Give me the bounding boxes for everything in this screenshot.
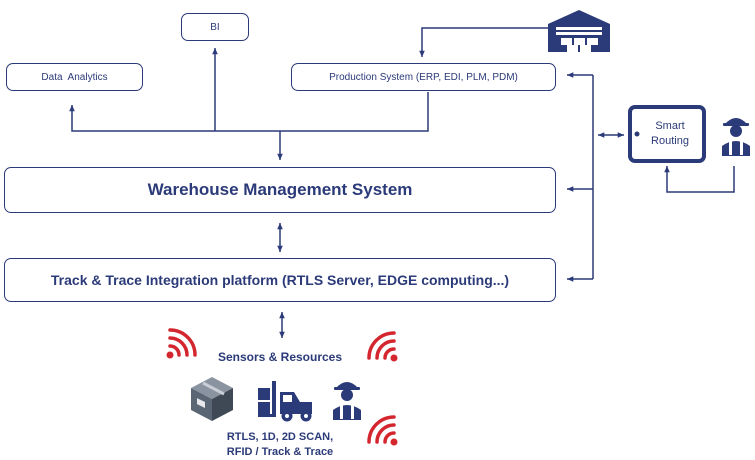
track-trace-label: Track & Trace Integration platform (RTLS… — [50, 272, 510, 288]
worker-icon — [722, 118, 750, 156]
track-trace-box: Track & Trace Integration platform (RTLS… — [4, 258, 556, 302]
wireless-signal-icon — [367, 331, 398, 362]
connector-data-analytics — [69, 92, 429, 132]
sensors-title: Sensors & Resources — [217, 350, 343, 364]
box-icon — [191, 377, 233, 421]
smart-routing-line2: Routing — [651, 135, 689, 147]
forklift-icon — [258, 381, 312, 422]
smart-routing-line1: Smart — [655, 120, 685, 132]
worker-icon — [333, 382, 361, 420]
data-analytics-label: Data Analytics — [41, 71, 108, 83]
bi-label: BI — [210, 21, 220, 33]
wms-label: Warehouse Management System — [147, 180, 413, 199]
connector-warehouse-production — [419, 27, 548, 57]
smart-routing-label: Smart Routing — [640, 119, 700, 149]
wireless-signal-icon — [166, 328, 197, 359]
tablet-icon — [628, 105, 706, 163]
production-system-label: Production System (ERP, EDI, PLM, PDM) — [329, 71, 518, 83]
bi-box: BI — [181, 13, 249, 41]
sensors-caption: RTLS, 1D, 2D SCAN, RFID / Track & Trace — [200, 430, 360, 460]
wms-box: Warehouse Management System — [4, 167, 556, 213]
connector-worker-routing — [664, 166, 735, 193]
production-system-box: Production System (ERP, EDI, PLM, PDM) — [291, 63, 556, 91]
wireless-signal-icon — [367, 415, 398, 446]
sensors-caption-line1: RTLS, 1D, 2D SCAN, — [226, 431, 334, 443]
sensors-caption-line2: RFID / Track & Trace — [226, 446, 334, 458]
data-analytics-box: Data Analytics — [6, 63, 143, 91]
warehouse-icon — [548, 10, 610, 52]
